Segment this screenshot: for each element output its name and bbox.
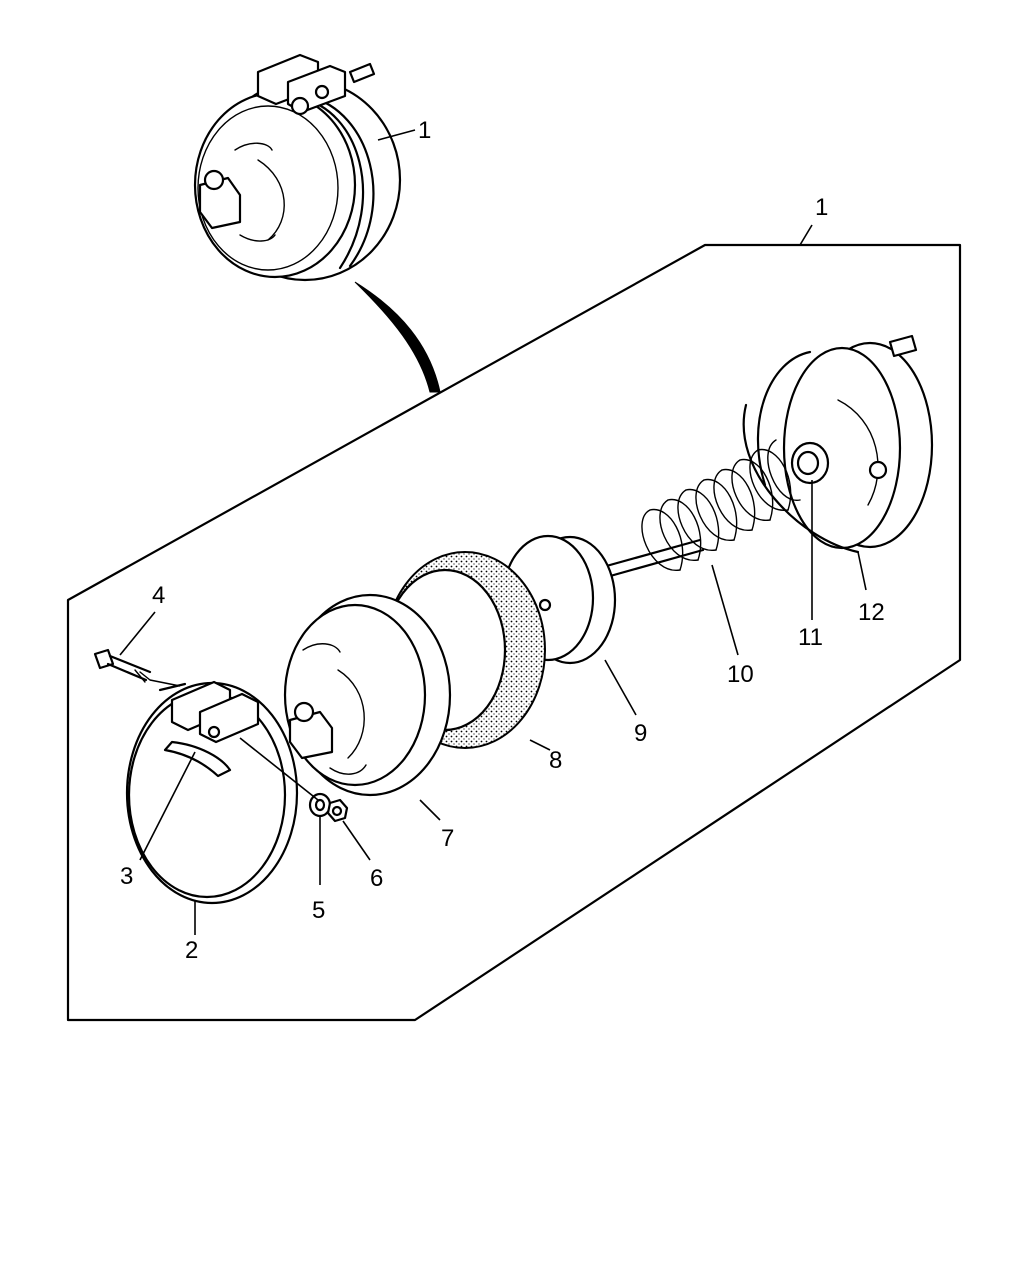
leader-6	[342, 820, 371, 861]
nut	[326, 798, 349, 823]
front-drum	[283, 593, 452, 797]
leader-7	[419, 799, 441, 821]
callout-assembly-top: 1	[418, 117, 431, 144]
leader-9	[604, 659, 637, 716]
callout-diaphragm: 8	[549, 747, 562, 774]
rear-drum	[742, 334, 934, 554]
zoom-pointer	[354, 281, 441, 393]
callout-assembly-box: 1	[815, 194, 828, 221]
leader-bolt-band	[149, 679, 181, 687]
assembled-brake-booster	[193, 53, 402, 282]
exploded-view-frame	[66, 243, 962, 1022]
leader-1-top	[377, 129, 416, 141]
bolt	[93, 648, 152, 683]
callout-nut: 6	[370, 865, 383, 892]
callout-piston: 9	[634, 720, 647, 747]
callout-seal: 11	[798, 624, 823, 651]
push-rod	[590, 538, 705, 582]
clamp-band	[125, 680, 299, 905]
callout-band: 2	[185, 937, 198, 964]
leader-10	[711, 564, 739, 656]
leader-1-box	[799, 224, 813, 246]
leader-4	[119, 611, 156, 656]
leader-nut-clamp	[239, 737, 319, 801]
leader-12	[857, 551, 867, 591]
lining-strip	[163, 740, 232, 778]
callout-washer: 5	[312, 897, 325, 924]
callout-lining: 3	[120, 863, 133, 890]
callout-spring: 10	[727, 661, 754, 688]
leader-3	[139, 751, 196, 861]
coil-spring	[641, 439, 801, 571]
callout-rear-drum: 12	[858, 599, 885, 626]
leader-8	[529, 739, 551, 751]
callout-bolt: 4	[152, 582, 165, 609]
callout-front-drum: 7	[441, 825, 454, 852]
